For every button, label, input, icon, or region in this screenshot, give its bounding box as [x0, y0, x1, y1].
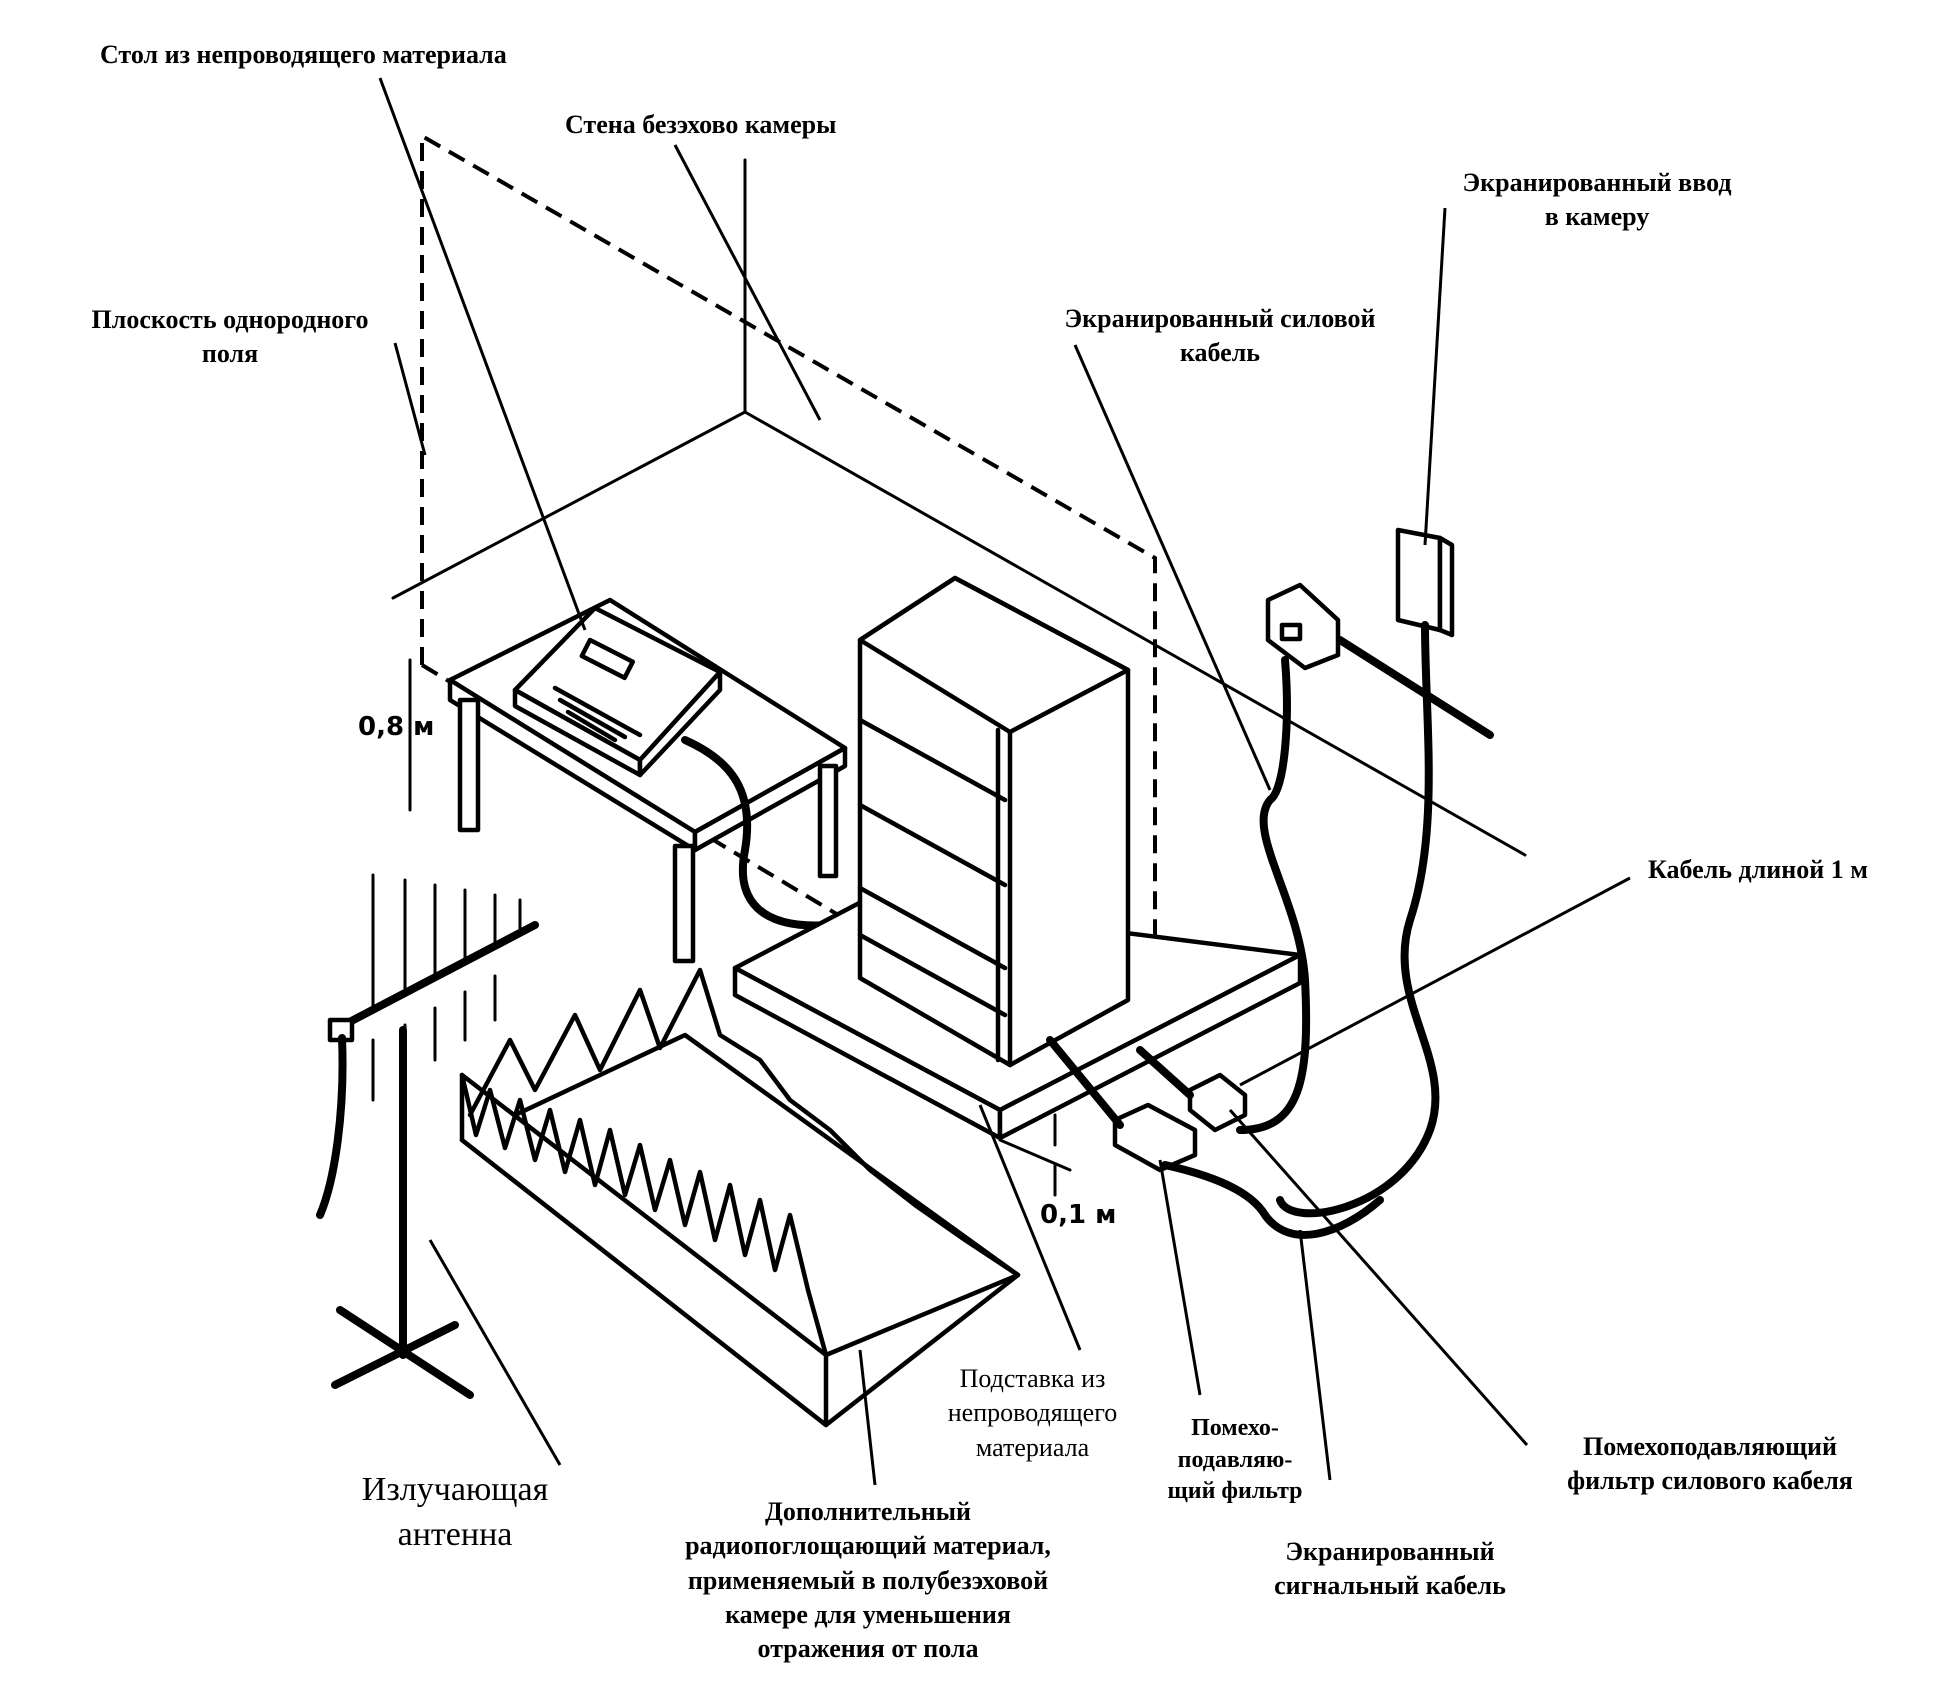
label-absorber-material: Дополнительный радиопоглощающий материал…: [648, 1495, 1088, 1667]
leader-lines: [378, 77, 1631, 1486]
label-nonconductive-stand-line2: непроводящего: [947, 1398, 1118, 1428]
label-table: Стол из непроводящего материала: [100, 40, 507, 69]
label-absorber-line2: радиопоглощающий материал,: [685, 1531, 1051, 1561]
label-shielded-signal-cable: Экранированный сигнальный кабель: [1240, 1535, 1540, 1604]
label-nonconductive-stand-line1: Подставка из: [959, 1364, 1106, 1393]
label-shielded-signal-cable-line2: сигнальный кабель: [1274, 1571, 1506, 1601]
label-nonconductive-stand-line3: материала: [975, 1432, 1090, 1462]
label-shielded-input-line1: Экранированный ввод: [1462, 168, 1732, 197]
label-shielded-power-cable-line1: Экранированный силовой: [1064, 304, 1376, 333]
dimension-table-height: 0,8 м: [358, 712, 435, 742]
label-power-cable-filter: Помехоподавляющий фильтр силового кабеля: [1520, 1430, 1900, 1499]
label-cable-1m: Кабель длиной 1 м: [1648, 855, 1868, 884]
filters: [1046, 1036, 1384, 1239]
label-radiating-antenna: Излучающая антенна: [320, 1468, 590, 1558]
absorber-material: [459, 967, 1021, 1428]
label-absorber-line5: отражения от пола: [757, 1634, 979, 1664]
label-interference-filter-line1: Помехо-: [1191, 1415, 1279, 1441]
label-power-cable-filter-line2: фильтр силового кабеля: [1567, 1466, 1853, 1496]
label-shielded-input: Экранированный ввод в камеру: [1432, 166, 1762, 235]
uniform-field-plane: [420, 132, 1157, 1055]
dimension-marks: [408, 658, 1072, 1197]
label-shielded-signal-cable-line1: Экранированный: [1285, 1537, 1495, 1566]
label-absorber-line3: применяемый в полубезэховой: [687, 1565, 1049, 1595]
label-chamber-wall: Стена безэхово камеры: [565, 110, 837, 139]
device-cable: [681, 736, 834, 930]
label-absorber-line1: Дополнительный: [765, 1497, 971, 1526]
label-interference-filter-line2: подавляю-: [1177, 1446, 1293, 1473]
label-uniform-field-plane-line1: Плоскость однородного: [91, 305, 369, 334]
label-interference-filter: Помехо- подавляю- щий фильтр: [1150, 1413, 1320, 1508]
label-uniform-field-plane: Плоскость однородного поля: [55, 303, 405, 372]
label-uniform-field-plane-line2: поля: [201, 339, 259, 369]
label-radiating-antenna-line2: антенна: [397, 1515, 513, 1553]
rack-cabinet: [857, 575, 1131, 1068]
radiating-antenna: [316, 873, 539, 1399]
chamber-outline: [391, 158, 1527, 857]
label-radiating-antenna-line1: Излучающая: [361, 1471, 549, 1508]
label-interference-filter-line3: щий фильтр: [1167, 1478, 1303, 1505]
equipment-under-test: [512, 605, 723, 778]
label-shielded-power-cable-line2: кабель: [1179, 338, 1261, 368]
label-shielded-power-cable: Экранированный силовой кабель: [1025, 302, 1415, 371]
power-outlet: [1236, 582, 1494, 1134]
shielded-input-box: [1276, 527, 1455, 1218]
label-shielded-input-line2: в камеру: [1544, 202, 1650, 232]
label-power-cable-filter-line1: Помехоподавляющий: [1583, 1432, 1837, 1461]
label-nonconductive-stand: Подставка из непроводящего материала: [910, 1362, 1155, 1465]
dimension-stand-height: 0,1 м: [1040, 1200, 1117, 1230]
label-absorber-line4: камере для уменьшения: [725, 1599, 1011, 1629]
